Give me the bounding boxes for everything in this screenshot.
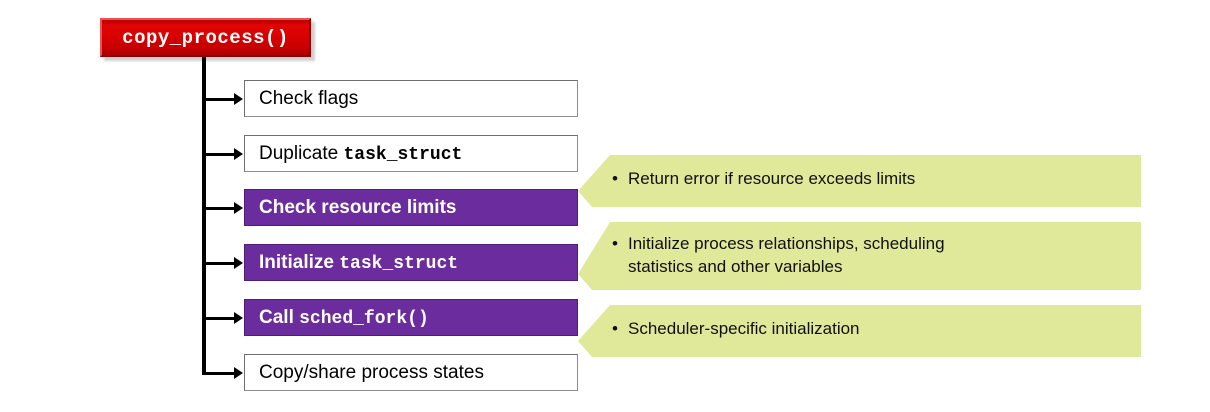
branch-arrow-1 — [234, 93, 243, 105]
callout-initialize-text: • Initialize process relationships, sche… — [612, 233, 1132, 279]
step-box-copy-share-process-states[interactable]: Copy/share process states — [244, 354, 578, 391]
branch-arrow-3 — [234, 202, 243, 214]
branch-line-2 — [202, 153, 236, 156]
step-box-check-flags[interactable]: Check flags — [244, 80, 578, 117]
step-box-call-sched-fork[interactable]: Call sched_fork() — [244, 299, 578, 336]
branch-arrow-2 — [234, 148, 243, 160]
callout-bullet: • — [612, 319, 618, 338]
callout-scheduler-text: • Scheduler-specific initialization — [612, 318, 1132, 341]
step-label: Copy/share process states — [259, 362, 484, 383]
callout-resource-limits-text: • Return error if resource exceeds limit… — [612, 168, 1132, 191]
callout-bullet: • — [612, 169, 618, 188]
step-label: Check resource limits — [259, 197, 457, 218]
callout-line: Initialize process relationships, schedu… — [628, 234, 945, 276]
branch-line-5 — [202, 317, 236, 320]
branch-line-4 — [202, 262, 236, 265]
branch-line-3 — [202, 207, 236, 210]
branch-line-6 — [202, 372, 236, 375]
title-box: copy_process() — [100, 18, 311, 57]
step-label-code: task_struct — [343, 144, 463, 165]
callout-bullet: • — [612, 234, 618, 253]
callout-line: Scheduler-specific initialization — [628, 319, 860, 338]
page-title: copy_process() — [122, 26, 289, 49]
branch-arrow-6 — [234, 367, 243, 379]
step-box-initialize-task-struct[interactable]: Initialize task_struct — [244, 244, 578, 281]
step-label: Duplicate task_struct — [259, 142, 463, 165]
callout-scheduler — [578, 305, 1141, 357]
callout-resource-limits — [578, 155, 1141, 207]
step-label: Call sched_fork() — [259, 306, 429, 329]
callout-line: Return error if resource exceeds limits — [628, 169, 916, 188]
step-label: Initialize task_struct — [259, 251, 459, 274]
step-box-duplicate-task-struct[interactable]: Duplicate task_struct — [244, 135, 578, 172]
branch-arrow-5 — [234, 312, 243, 324]
step-box-check-resource-limits[interactable]: Check resource limits — [244, 189, 578, 226]
branch-arrow-4 — [234, 257, 243, 269]
callout-initialize — [578, 222, 1141, 290]
trunk-line — [202, 57, 206, 374]
step-label-code: sched_fork() — [299, 308, 429, 329]
step-label: Check flags — [259, 88, 359, 109]
branch-line-1 — [202, 98, 236, 101]
step-label-code: task_struct — [339, 253, 459, 274]
